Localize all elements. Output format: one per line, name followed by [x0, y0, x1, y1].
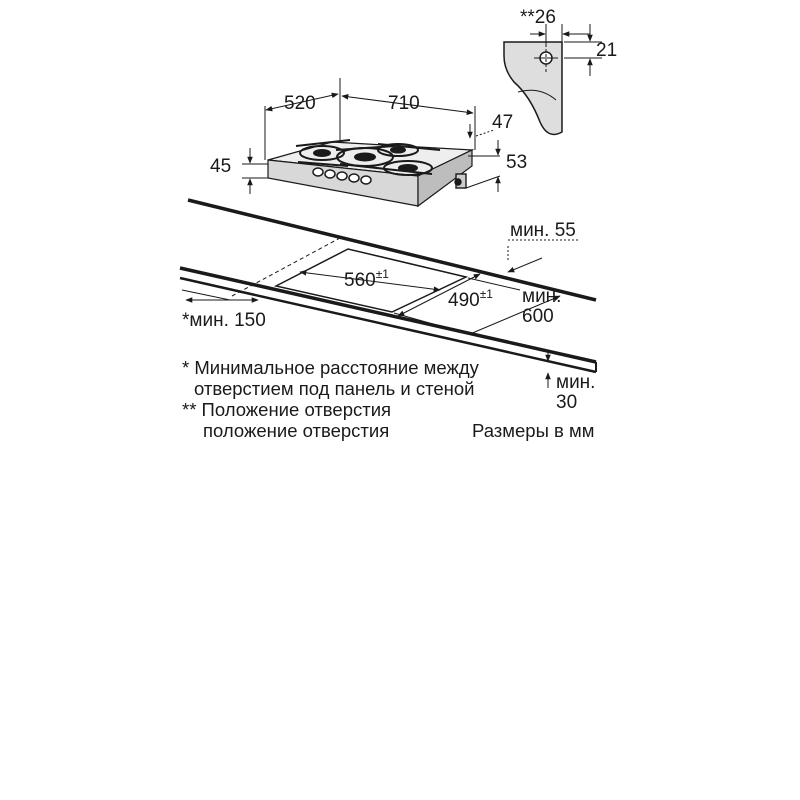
label-cutout-width: 560±1 [344, 267, 389, 291]
pipe-profile [503, 41, 563, 136]
hob-dimension-lines [242, 78, 501, 194]
label-min-front: мин. 55 [510, 220, 576, 241]
label-min-depth: мин. [522, 286, 561, 307]
note-1-line-2: отверстием под панель и стеной [194, 378, 474, 399]
label-min-wall-distance: *мин. 150 [182, 310, 266, 331]
note-2-line-2: положение отверстия [203, 420, 389, 441]
label-connector-depth: 53 [506, 152, 527, 173]
label-min-thickness: мин. [556, 372, 595, 393]
label-connector-offset: 47 [492, 112, 513, 133]
units-note: Размеры в мм [472, 420, 594, 441]
label-hob-width: 710 [388, 93, 420, 114]
value-min-depth: 600 [522, 306, 554, 327]
hob-side-face [417, 149, 473, 208]
pipe-dimension-lines [530, 24, 602, 76]
label-hob-height: 45 [210, 156, 231, 177]
gas-connector [454, 173, 467, 189]
value-min-thickness: 30 [556, 392, 577, 413]
cutout-dimension-lines [181, 239, 578, 388]
pipe-detail-drawing [503, 41, 563, 136]
hob-knobs [312, 167, 372, 185]
label-cutout-depth: 490±1 [448, 287, 493, 311]
hob-burners [295, 139, 441, 176]
label-hob-depth: 520 [284, 93, 316, 114]
label-gas-pipe-position: **26 [520, 7, 556, 28]
note-1-line-1: * Минимальное расстояние между [182, 357, 480, 378]
label-gas-pipe-height: 21 [596, 40, 617, 61]
hob-drawing [267, 139, 475, 208]
note-2-line-1: ** Положение отверстия [182, 399, 391, 420]
